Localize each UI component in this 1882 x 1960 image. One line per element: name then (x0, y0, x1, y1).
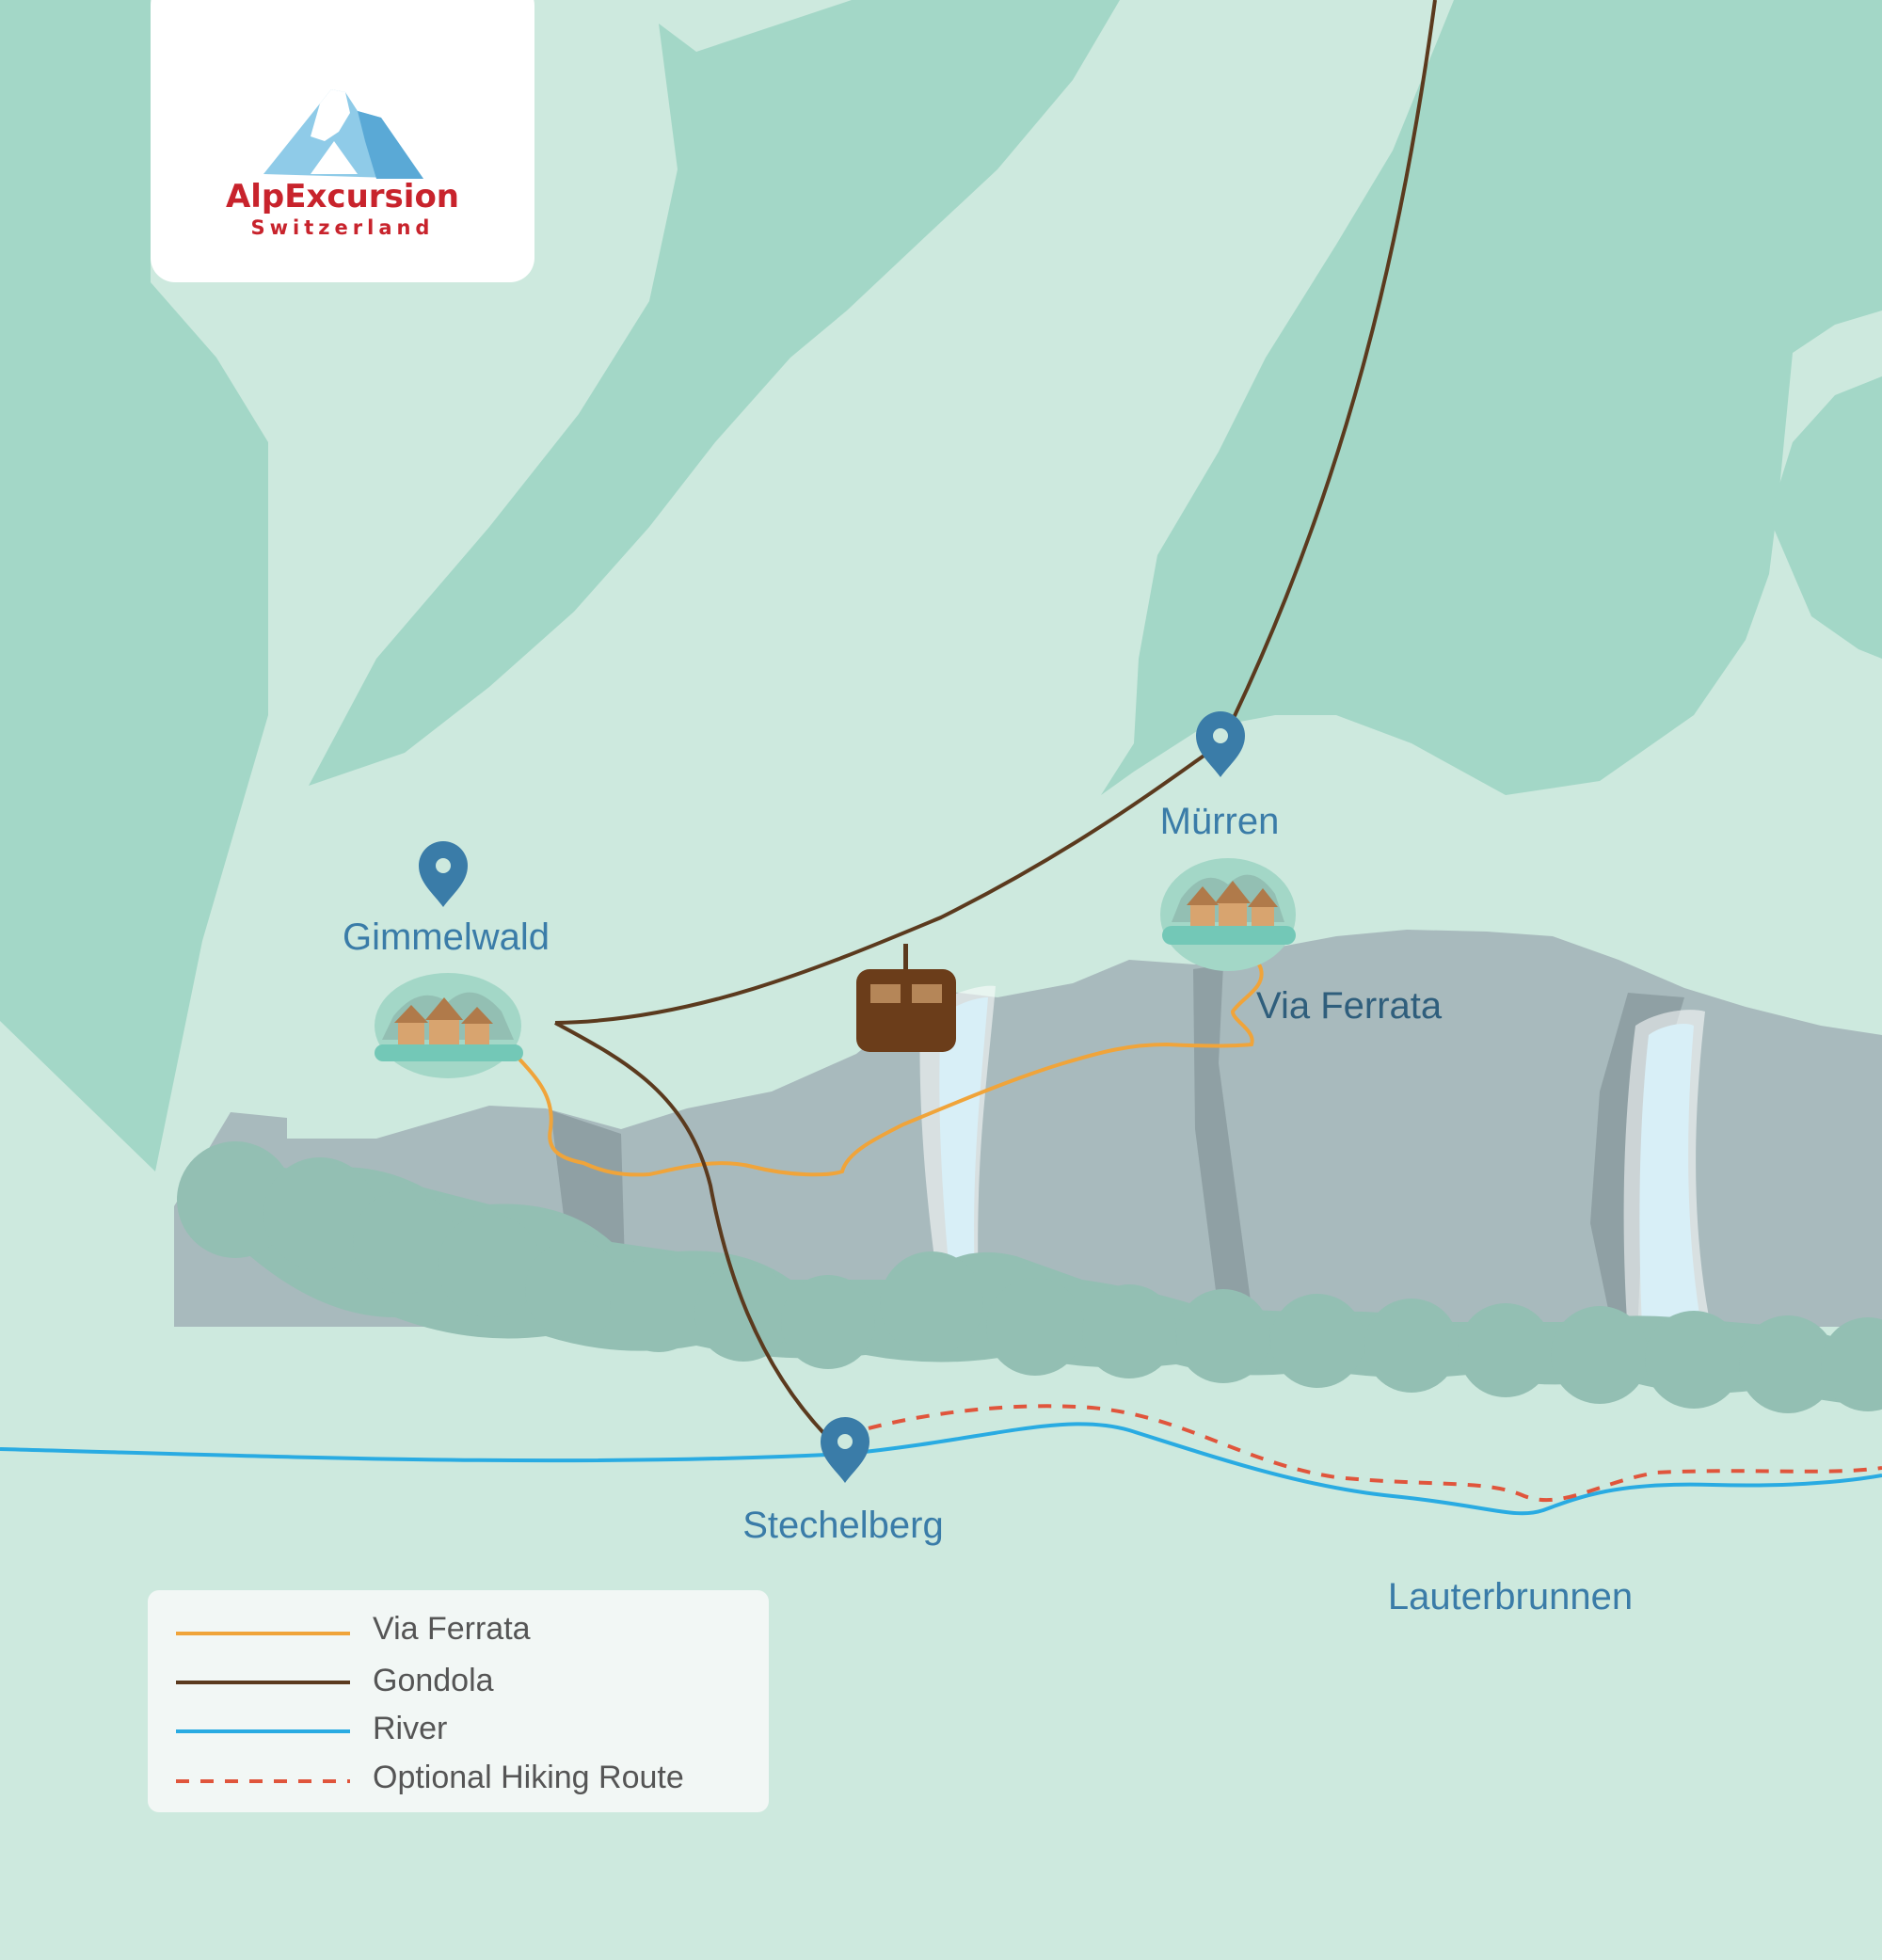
label-stechelberg: Stechelberg (742, 1505, 943, 1546)
river-line (0, 1422, 1882, 1516)
gondola-line-upper (554, 0, 1437, 1025)
via-ferrata-line (511, 925, 1264, 1177)
label-lauterbrunnen: Lauterbrunnen (1388, 1576, 1633, 1617)
legend-label: River (373, 1711, 447, 1746)
map-pin-icon (419, 841, 468, 907)
center-ridge (309, 0, 1120, 786)
legend-label: Gondola (373, 1663, 494, 1698)
left-ridge (0, 0, 268, 1171)
logo-country: Switzerland (251, 216, 435, 239)
legend-item-via-ferrata: Via Ferrata (176, 1611, 531, 1647)
waterfall-icon (919, 985, 996, 1303)
legend-item-river: River (176, 1711, 447, 1746)
legend-item-gondola: Gondola (176, 1663, 494, 1698)
label-murren: Mürren (1160, 801, 1280, 842)
map-pin-icon (1196, 711, 1245, 777)
mountain-ridges (0, 0, 1882, 1171)
far-right-peak (1769, 376, 1882, 659)
map-pin-icon (821, 1417, 869, 1483)
right-ridge (1101, 0, 1882, 795)
logo-brand: AlpExcursion (226, 178, 459, 215)
waterfall-icon (1623, 1010, 1713, 1336)
legend-label: Optional Hiking Route (373, 1760, 684, 1795)
gully-2 (1193, 964, 1252, 1313)
gondola-line-lower (554, 1021, 830, 1440)
label-gimmelwald: Gimmelwald (343, 916, 550, 958)
village-icon (375, 973, 523, 1078)
legend-box (148, 1590, 769, 1812)
legend-item-hiking-route: Optional Hiking Route (176, 1760, 684, 1795)
legend: Via Ferrata Gondola River Optional Hikin… (148, 1590, 769, 1812)
hiking-route-line (844, 1404, 1882, 1502)
village-icon (1160, 858, 1296, 971)
label-via-ferrata: Via Ferrata (1256, 985, 1443, 1027)
mountain-logo-icon (263, 89, 423, 179)
bushes (177, 1141, 1882, 1413)
logo-card: AlpExcursion Switzerland (151, 0, 534, 282)
legend-label: Via Ferrata (373, 1611, 531, 1647)
gondola-cabin-icon (856, 944, 956, 1052)
